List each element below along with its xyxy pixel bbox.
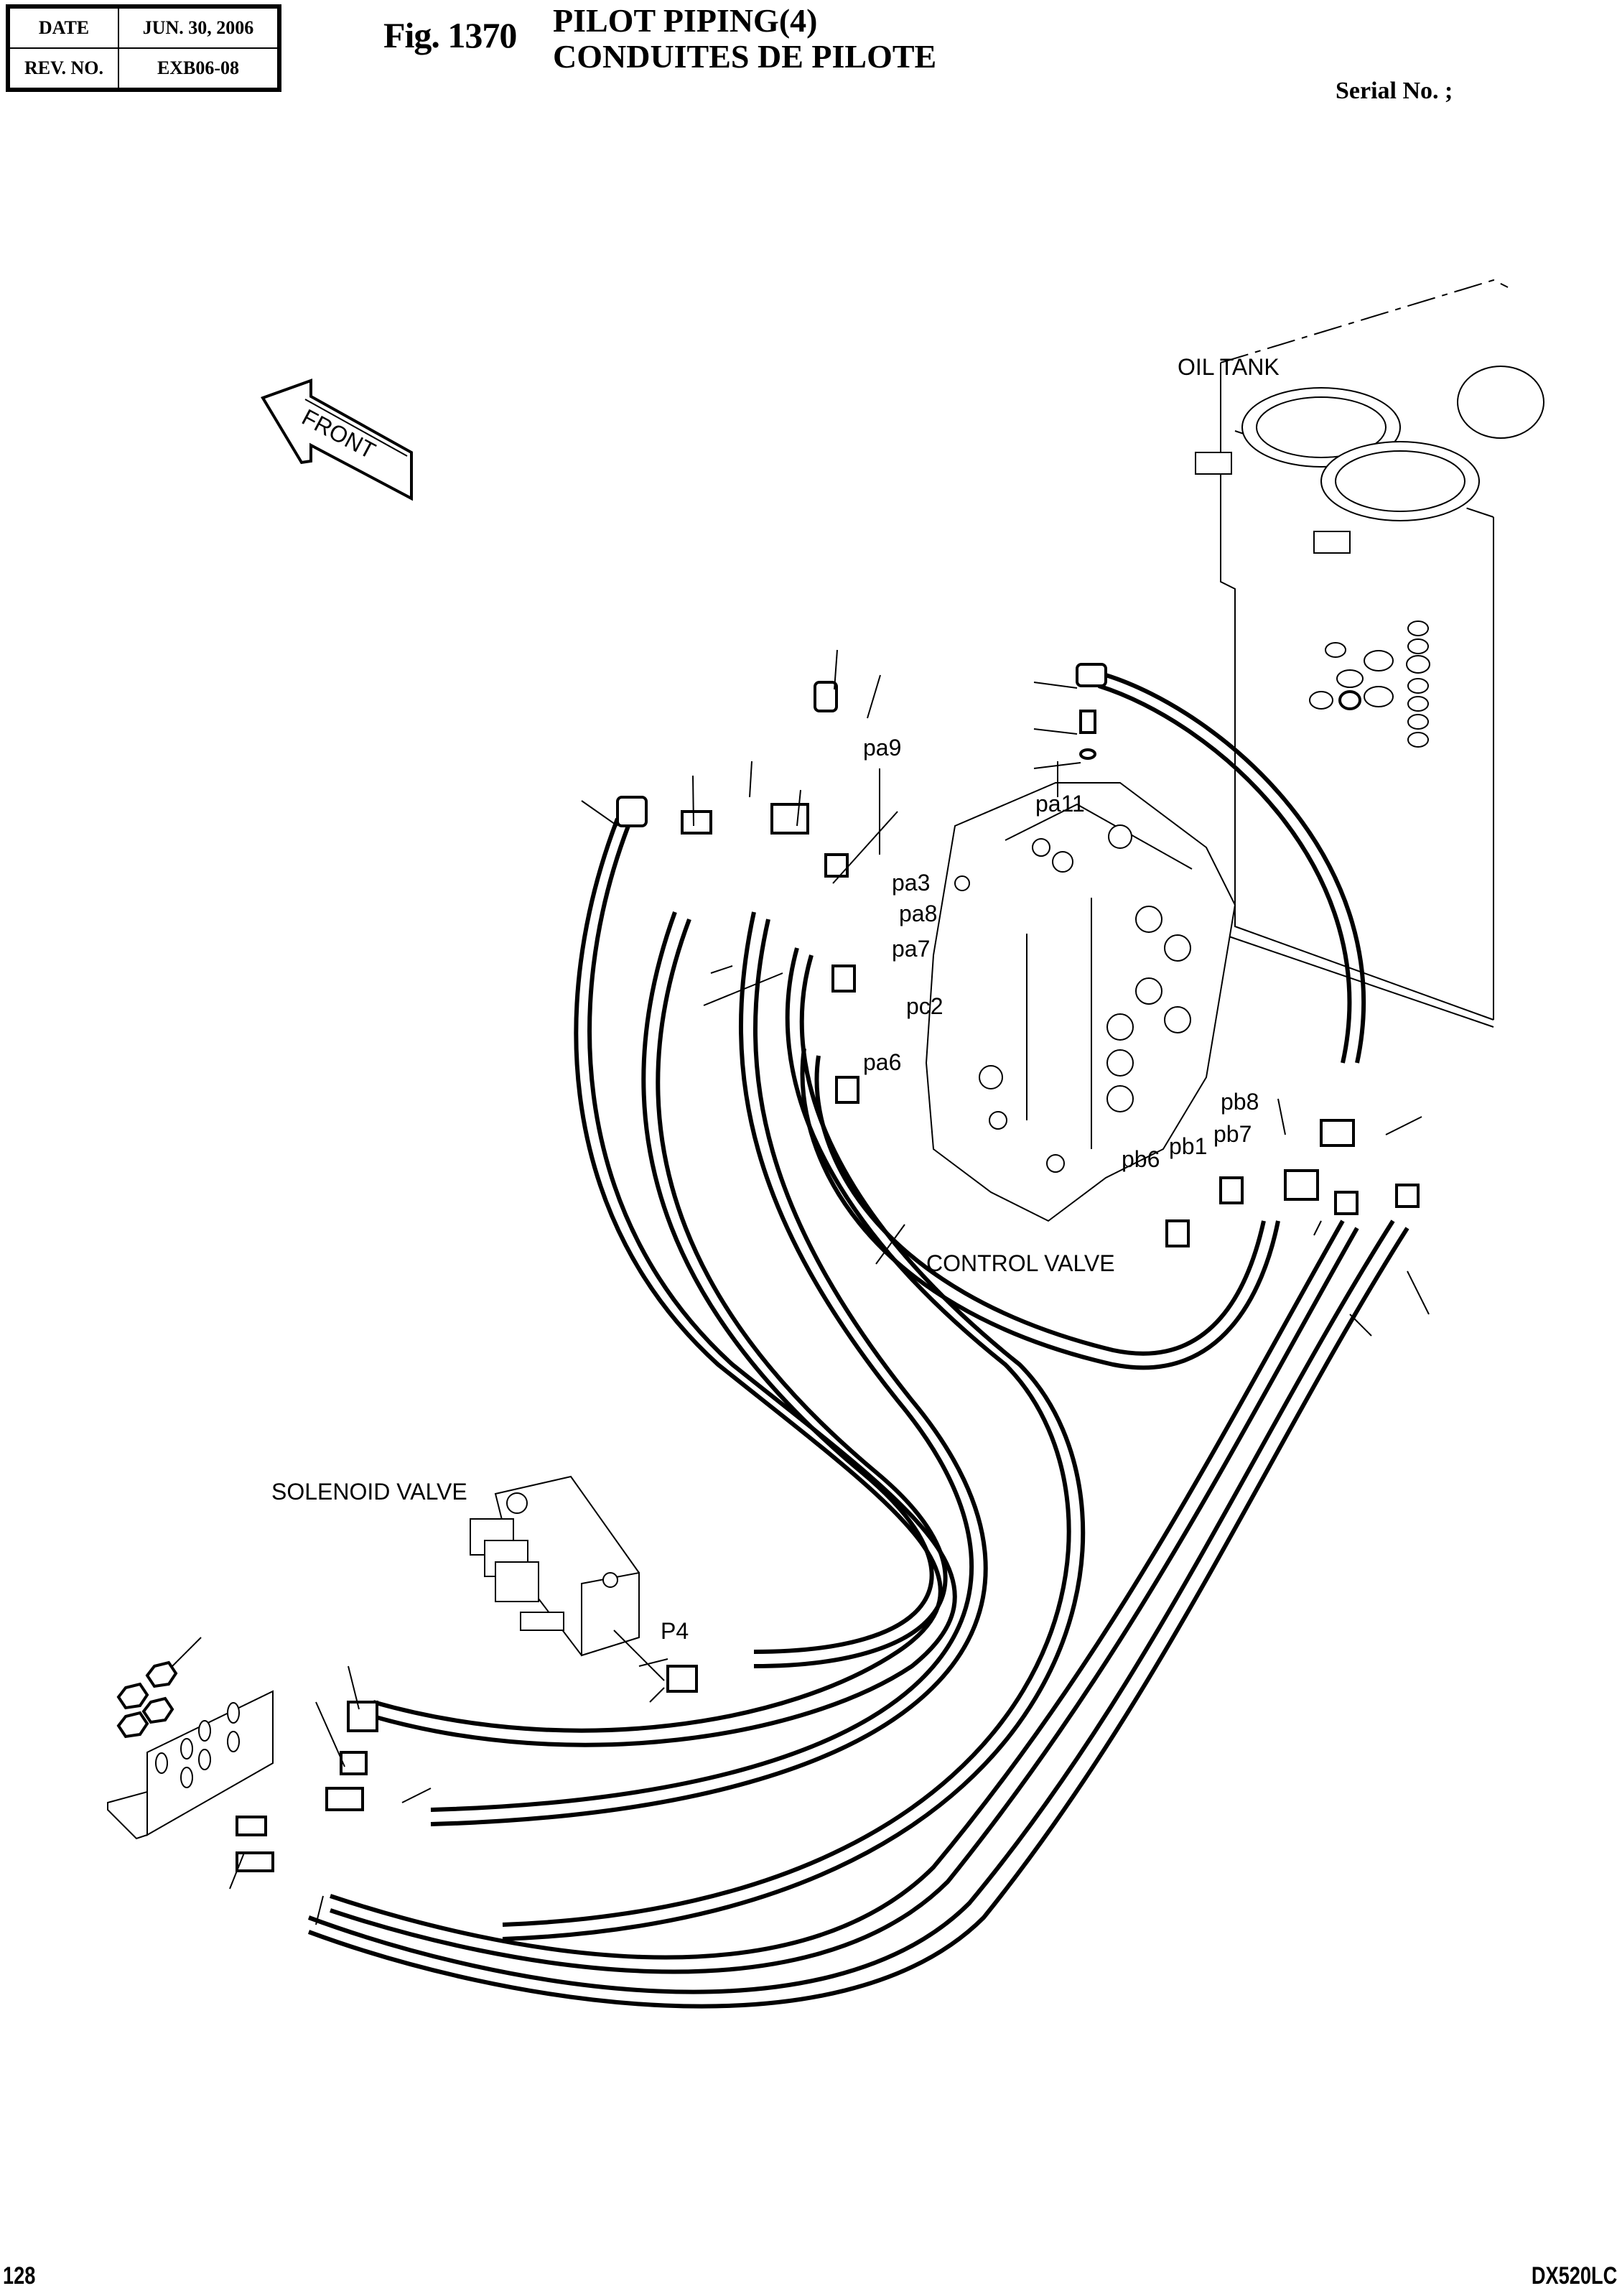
port-label-pa6: pa6: [863, 1049, 901, 1075]
block-fitting: [770, 803, 809, 835]
rev-label: REV. NO.: [7, 47, 119, 90]
elbow-fitting: [824, 853, 849, 878]
connector: [236, 1816, 267, 1836]
port-label-pb6: pb6: [1122, 1146, 1160, 1172]
elbow-fitting: [1165, 1219, 1190, 1247]
front-arrow-icon: FRONT: [261, 378, 413, 501]
port-labels: pa9 pa11 pa3 pa8 pa7 pc2 pa6 pb8 pb7 pb1…: [661, 735, 1259, 1644]
port-label-pc2: pc2: [906, 993, 943, 1019]
tee-fitting: [1284, 1169, 1319, 1201]
elbow-fitting: [616, 796, 648, 827]
solenoid-valve: SOLENOID VALVE: [271, 1475, 640, 1657]
revision-table: DATE JUN. 30, 2006 REV. NO. EXB06-08: [6, 4, 281, 92]
title-french: CONDUITES DE PILOTE: [553, 38, 937, 75]
port-label-pb1: pb1: [1169, 1133, 1207, 1159]
tee-fitting: [340, 1751, 368, 1775]
date-value: JUN. 30, 2006: [118, 6, 280, 49]
elbow-fitting: [1219, 1176, 1244, 1204]
elbow-fitting: [347, 1701, 378, 1732]
model-name: DX520LC: [1531, 2262, 1617, 2290]
valve-bolts: [954, 824, 1191, 1173]
mounting-bracket: [107, 1660, 274, 1840]
port-label-pb7: pb7: [1213, 1121, 1252, 1147]
port-label-p4: P4: [661, 1618, 689, 1644]
tee-fitting: [681, 810, 712, 835]
hose-end: [1395, 1184, 1420, 1208]
o-ring: [1079, 748, 1096, 760]
port-label-pa11: pa11: [1035, 791, 1085, 817]
date-label: DATE: [7, 6, 119, 49]
port-label-pa3: pa3: [892, 870, 930, 896]
port-label-pa7: pa7: [892, 936, 930, 962]
hoses: [307, 673, 1409, 2009]
figure-title: PILOT PIPING(4) CONDUITES DE PILOTE: [553, 3, 936, 75]
leader-lines: [172, 649, 1430, 1925]
adapter-fitting: [1079, 710, 1096, 734]
tank-ports: [1309, 621, 1430, 748]
elbow-fitting: [814, 681, 838, 712]
rev-value: EXB06-08: [118, 47, 280, 90]
port-label-pa9: pa9: [863, 735, 901, 761]
elbow-fitting: [835, 1076, 859, 1104]
control-valve: CONTROL VALVE: [875, 782, 1236, 1276]
elbow-fitting: [666, 1665, 698, 1693]
port-label-pa8: pa8: [899, 901, 937, 926]
fittings: [236, 663, 1420, 1872]
port-label-pb8: pb8: [1221, 1089, 1259, 1115]
solenoid-valve-label: SOLENOID VALVE: [271, 1479, 467, 1505]
elbow-fitting: [1076, 663, 1107, 687]
title-english: PILOT PIPING(4): [553, 2, 818, 39]
figure-number: Fig. 1370: [383, 15, 517, 55]
tee-fitting: [1320, 1119, 1355, 1147]
control-valve-label: CONTROL VALVE: [926, 1250, 1115, 1276]
hex-nuts: [116, 1660, 178, 1739]
oil-tank-label: OIL TANK: [1178, 354, 1280, 380]
serial-number-label: Serial No. ;: [1336, 78, 1453, 104]
connector: [325, 1787, 364, 1811]
hose-end: [1334, 1191, 1359, 1215]
oil-tank: OIL TANK: [1178, 279, 1544, 1028]
elbow-fitting: [831, 965, 856, 993]
page-number: 128: [3, 2262, 36, 2290]
